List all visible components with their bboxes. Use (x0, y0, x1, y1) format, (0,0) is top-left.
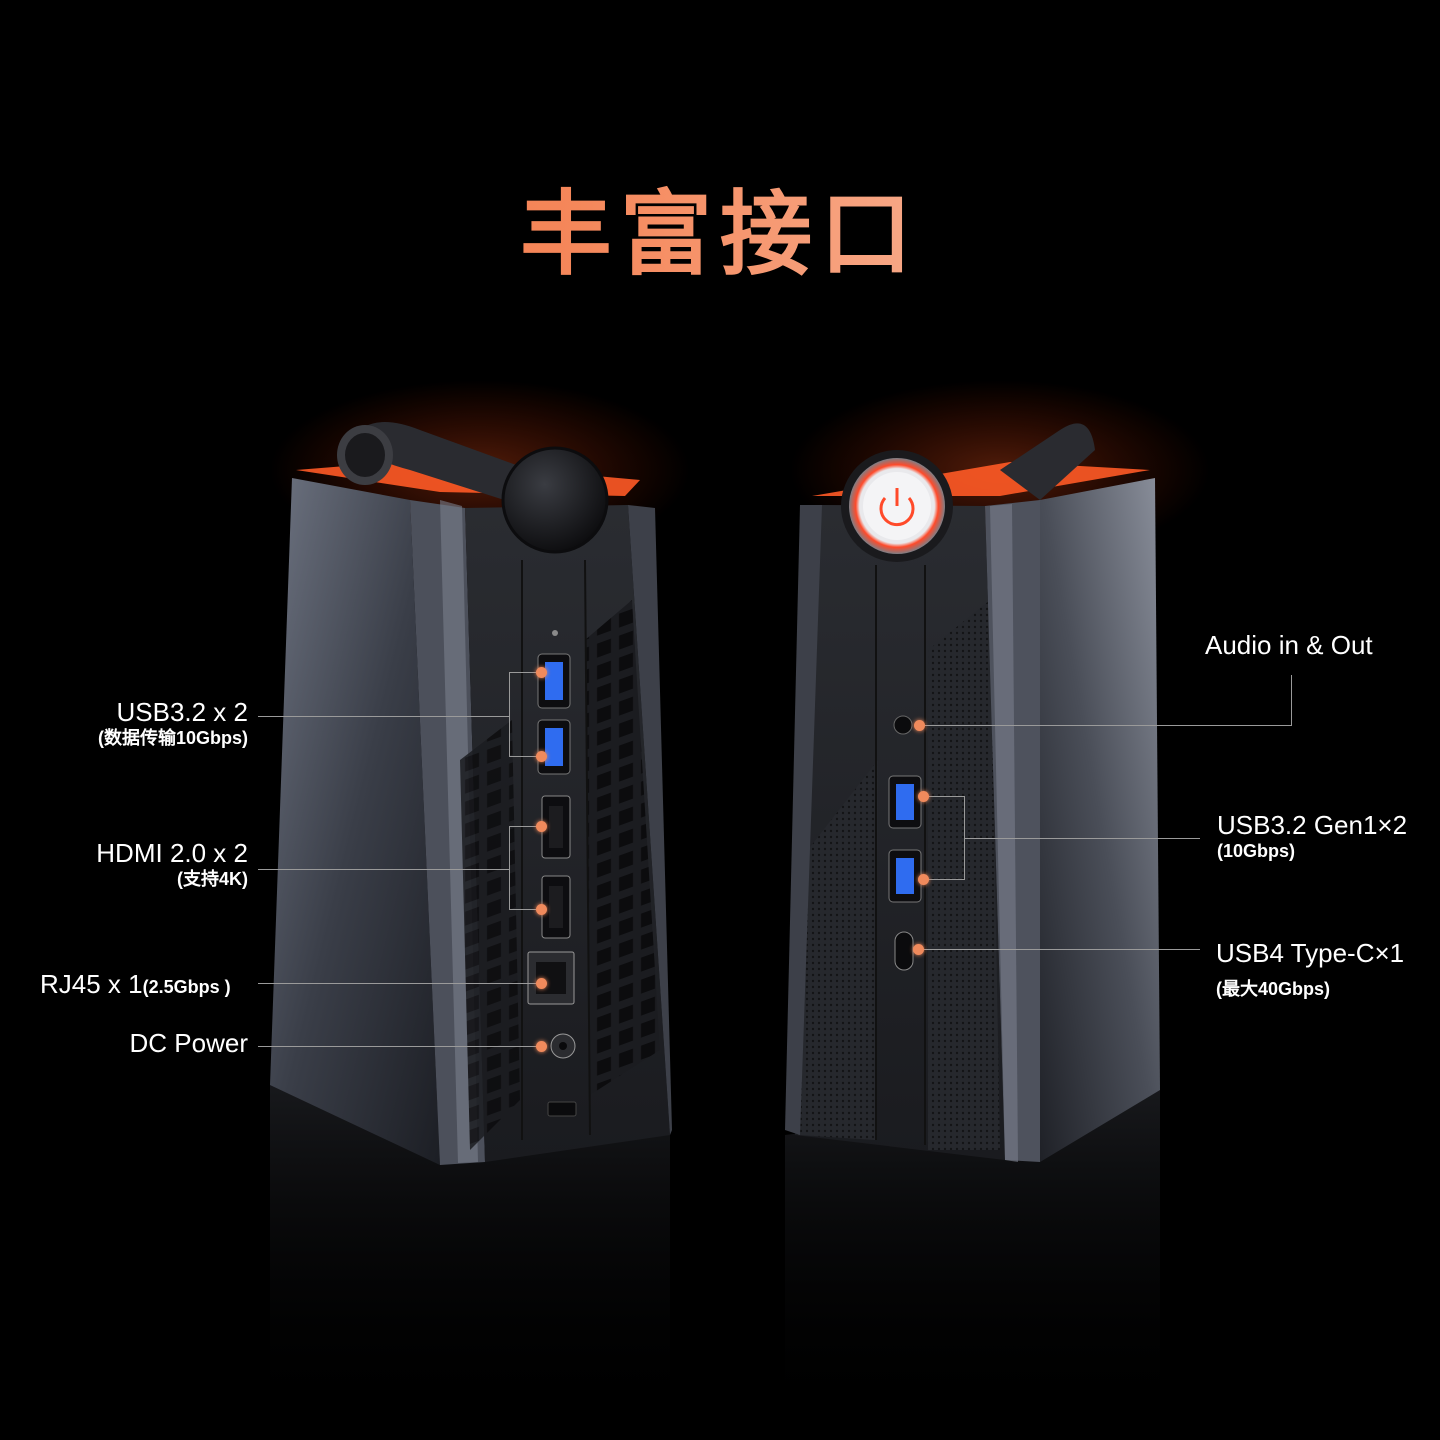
usb4-sub: (最大40Gbps) (1216, 979, 1331, 999)
usb4-dot (913, 944, 924, 955)
hdmi-bracket-top (509, 826, 541, 827)
usb4-leader-line (920, 949, 1200, 950)
hdmi-bracket-bottom (509, 909, 541, 910)
usb-gen1-dot (918, 791, 929, 802)
usb-gen1-dot (918, 874, 929, 885)
usb-label: USB3.2 x 2 (数据传输10Gbps) (98, 697, 248, 749)
hdmi-dot (536, 821, 547, 832)
usb-leader-line (258, 716, 510, 717)
left-unit (270, 422, 672, 1430)
hdmi-leader-line (258, 869, 510, 870)
power-icon (841, 450, 953, 562)
usb-port-icon (888, 849, 922, 903)
page-title: 丰富接口 (0, 160, 1440, 293)
dc-leader-line (258, 1046, 540, 1047)
rj45-dot (536, 978, 547, 989)
right-unit (785, 423, 1160, 1430)
usb-bracket-top (509, 672, 541, 673)
rj45-title: RJ45 x 1 (40, 969, 143, 999)
usb-gen1-sub: (10Gbps) (1217, 841, 1296, 861)
ethernet-port-icon (527, 951, 575, 1005)
usb-gen1-bracket-bottom (923, 879, 965, 880)
dc-title: DC Power (129, 1028, 248, 1058)
usb-sub: (数据传输10Gbps) (97, 728, 248, 748)
dc-jack-icon (550, 1033, 576, 1059)
audio-leader-line (922, 725, 1292, 726)
hdmi-sub: (支持4K) (177, 869, 248, 889)
usb-bracket-bottom (509, 756, 541, 757)
audio-leader-vertical (1291, 675, 1292, 726)
audio-dot (914, 720, 925, 731)
usb-gen1-bracket (964, 796, 965, 879)
hdmi-bracket (509, 826, 510, 909)
rj45-leader-line (258, 983, 540, 984)
usb-gen1-leader-line (964, 838, 1200, 839)
audio-jack-icon (893, 715, 913, 735)
usb-c-port-icon (894, 931, 914, 971)
usb4-label: USB4 Type-C×1 (最大40Gbps) (1216, 938, 1404, 1000)
usb-dot (536, 667, 547, 678)
audio-title: Audio in & Out (1205, 630, 1373, 660)
dc-label: DC Power (130, 1028, 248, 1058)
hdmi-title: HDMI 2.0 x 2 (96, 838, 248, 868)
rj45-label: RJ45 x 1(2.5Gbps ) (40, 969, 231, 999)
usb-bracket (509, 672, 510, 756)
rj45-sub: (2.5Gbps ) (142, 977, 231, 997)
audio-label: Audio in & Out (1205, 630, 1373, 660)
dc-dot (536, 1041, 547, 1052)
usb-title: USB3.2 x 2 (116, 697, 248, 727)
hdmi-port-icon (541, 875, 571, 939)
usb-port-icon (537, 719, 571, 775)
hdmi-dot (536, 904, 547, 915)
usb4-title: USB4 Type-C×1 (1216, 938, 1405, 968)
hdmi-label: HDMI 2.0 x 2 (支持4K) (96, 838, 248, 890)
usb-gen1-bracket-top (923, 796, 965, 797)
usb-gen1-label: USB3.2 Gen1×2 (10Gbps) (1217, 810, 1407, 862)
usb-port-icon (537, 653, 571, 709)
usb-gen1-title: USB3.2 Gen1×2 (1217, 810, 1408, 840)
usb-port-icon (888, 775, 922, 829)
usb-dot (536, 751, 547, 762)
